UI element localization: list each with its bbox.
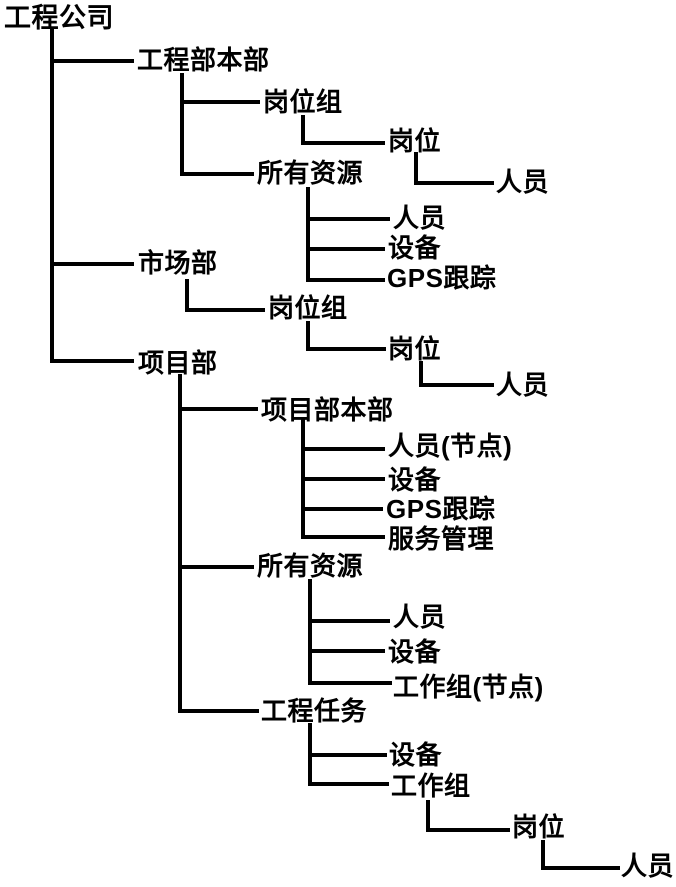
connector-line [308,619,390,623]
node-personnel: 人员 [621,851,675,881]
connector-line [178,709,259,713]
connector-line [414,152,418,185]
connector-line [541,866,620,870]
connector-line [50,359,134,363]
connector-line [180,100,260,104]
node-personnel: 人员 [393,602,447,632]
node-gps-tracking: GPS跟踪 [387,263,497,293]
connector-line [178,565,254,569]
node-post: 岗位 [388,334,442,364]
connector-line [308,649,385,653]
connector-line [426,800,430,832]
node-personnel: 人员 [496,167,550,197]
connector-line [178,407,258,411]
node-all-resources: 所有资源 [257,158,364,188]
node-engineering-dept-hq: 工程部本部 [137,45,270,75]
node-engineering-company: 工程公司 [4,3,114,33]
connector-line [419,383,494,387]
connector-line [308,681,392,685]
node-project-dept-hq: 项目部本部 [261,395,394,425]
connector-line [50,262,134,266]
connector-line [185,279,189,312]
connector-line [301,115,305,145]
connector-line [50,29,54,363]
connector-line [178,374,182,713]
connector-line [180,73,184,176]
node-post: 岗位 [388,126,442,156]
node-personnel: 人员 [496,370,550,400]
node-work-group: 工作组 [391,771,471,801]
node-engineering-task: 工程任务 [261,696,368,726]
connector-line [306,347,386,351]
node-equipment: 设备 [388,233,442,263]
node-equipment: 设备 [388,637,442,667]
connector-line [180,172,254,176]
connector-line [301,447,385,451]
connector-line [306,217,390,221]
connector-line [301,507,383,511]
node-post-group: 岗位组 [263,87,343,117]
node-post: 岗位 [512,812,566,842]
connector-line [308,579,312,685]
node-equipment: 设备 [388,465,442,495]
connector-line [306,247,385,251]
node-gps-tracking: GPS跟踪 [386,494,496,524]
connector-line [308,753,387,757]
connector-line [50,59,134,63]
connector-line [414,181,494,185]
node-personnel: 人员 [393,203,447,233]
node-equipment: 设备 [389,740,443,770]
connector-line [301,141,385,145]
node-personnel-node: 人员(节点) [388,431,513,461]
connector-line [306,278,385,282]
connector-line [301,535,385,539]
node-project-dept: 项目部 [138,348,218,378]
connector-line [308,782,389,786]
node-all-resources: 所有资源 [257,551,364,581]
node-work-group-node: 工作组(节点) [393,672,544,702]
connector-line [541,840,545,870]
connector-line [419,361,423,387]
node-marketing-dept: 市场部 [138,248,218,278]
connector-line [301,477,385,481]
connector-line [426,828,510,832]
node-service-management: 服务管理 [388,524,495,554]
node-post-group: 岗位组 [268,293,348,323]
connector-line [306,321,310,351]
connector-line [185,308,265,312]
connector-line [306,187,310,282]
